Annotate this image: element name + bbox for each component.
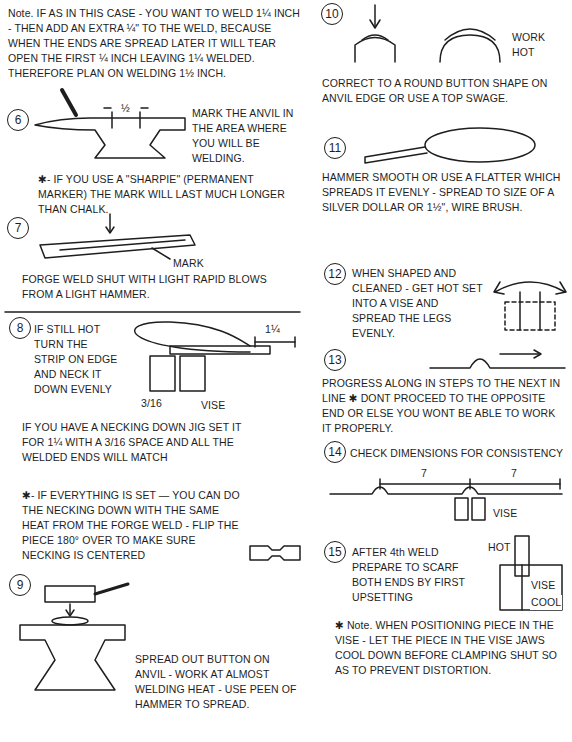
instruction-text: WORK HOT bbox=[512, 30, 562, 60]
instruction-text: MARK THE ANVIL IN THE AREA WHERE YOU WIL… bbox=[192, 106, 302, 166]
instruction-text: CHECK DIMENSIONS FOR CONSISTENCY bbox=[350, 446, 565, 461]
step-number-text: 7 bbox=[15, 222, 22, 234]
drawing-label: HOT bbox=[487, 540, 511, 555]
drawing-label: VISE bbox=[530, 578, 556, 593]
drawing-label: 7 bbox=[510, 466, 518, 481]
step-number: 9 bbox=[9, 574, 31, 596]
instruction-text: ✱- IF EVERYTHING IS SET — YOU CAN DO THE… bbox=[22, 488, 247, 563]
step-number-text: 8 bbox=[17, 322, 24, 334]
step-number: 6 bbox=[7, 109, 29, 131]
instruction-text: PROGRESS ALONG IN STEPS TO THE NEXT IN L… bbox=[322, 376, 567, 436]
drawing-label: 7 bbox=[420, 466, 428, 481]
step-number-text: 12 bbox=[328, 268, 341, 280]
drawing-label: MARK bbox=[172, 256, 205, 271]
drawing-label: VISE bbox=[492, 506, 518, 521]
step-number: 10 bbox=[321, 3, 343, 25]
instruction-text: CORRECT TO A ROUND BUTTON SHAPE ON ANVIL… bbox=[322, 76, 562, 106]
instruction-text: ✱- IF YOU USE A "SHARPIE" (PERMANENT MAR… bbox=[38, 172, 300, 217]
step-number: 7 bbox=[7, 217, 29, 239]
instruction-text: ✱ Note. WHEN POSITIONING PIECE IN THE VI… bbox=[335, 618, 565, 678]
drawing-label: VISE bbox=[200, 398, 226, 413]
step-number-text: 11 bbox=[329, 142, 341, 154]
step-number: 14 bbox=[324, 441, 346, 463]
drawing-label: ½ bbox=[120, 101, 131, 116]
step-number-text: 14 bbox=[328, 446, 341, 458]
step-number: 12 bbox=[324, 263, 346, 285]
instruction-text: Note. IF AS IN THIS CASE - YOU WANT TO W… bbox=[8, 6, 304, 81]
instruction-text: AFTER 4th WELD PREPARE TO SCARF BOTH END… bbox=[352, 545, 480, 605]
drawing-label: 3/16 bbox=[140, 396, 163, 411]
instruction-text: SPREAD OUT BUTTON ON ANVIL - WORK AT ALM… bbox=[135, 652, 300, 712]
instruction-text: IF YOU HAVE A NECKING DOWN JIG SET IT FO… bbox=[22, 420, 247, 465]
instruction-text: IF STILL HOT TURN THE STRIP ON EDGE AND … bbox=[34, 322, 118, 397]
instruction-text: FORGE WELD SHUT WITH LIGHT RAPID BLOWS F… bbox=[22, 272, 287, 302]
instruction-text: HAMMER SMOOTH OR USE A FLATTER WHICH SPR… bbox=[322, 170, 562, 215]
drawing-label: 1¼ bbox=[264, 322, 281, 337]
drawing-label: COOL bbox=[530, 595, 562, 610]
step-number: 13 bbox=[324, 349, 346, 371]
step-number-text: 10 bbox=[325, 8, 338, 20]
step-number: 15 bbox=[324, 541, 346, 563]
instruction-text: WHEN SHAPED AND CLEANED - GET HOT SET IN… bbox=[352, 266, 484, 341]
step-number: 8 bbox=[9, 317, 31, 339]
step-number-text: 15 bbox=[328, 546, 341, 558]
step-number-text: 9 bbox=[17, 579, 24, 591]
step-number: 11 bbox=[324, 137, 346, 159]
step-number-text: 6 bbox=[15, 114, 22, 126]
step-number-text: 13 bbox=[328, 354, 341, 366]
